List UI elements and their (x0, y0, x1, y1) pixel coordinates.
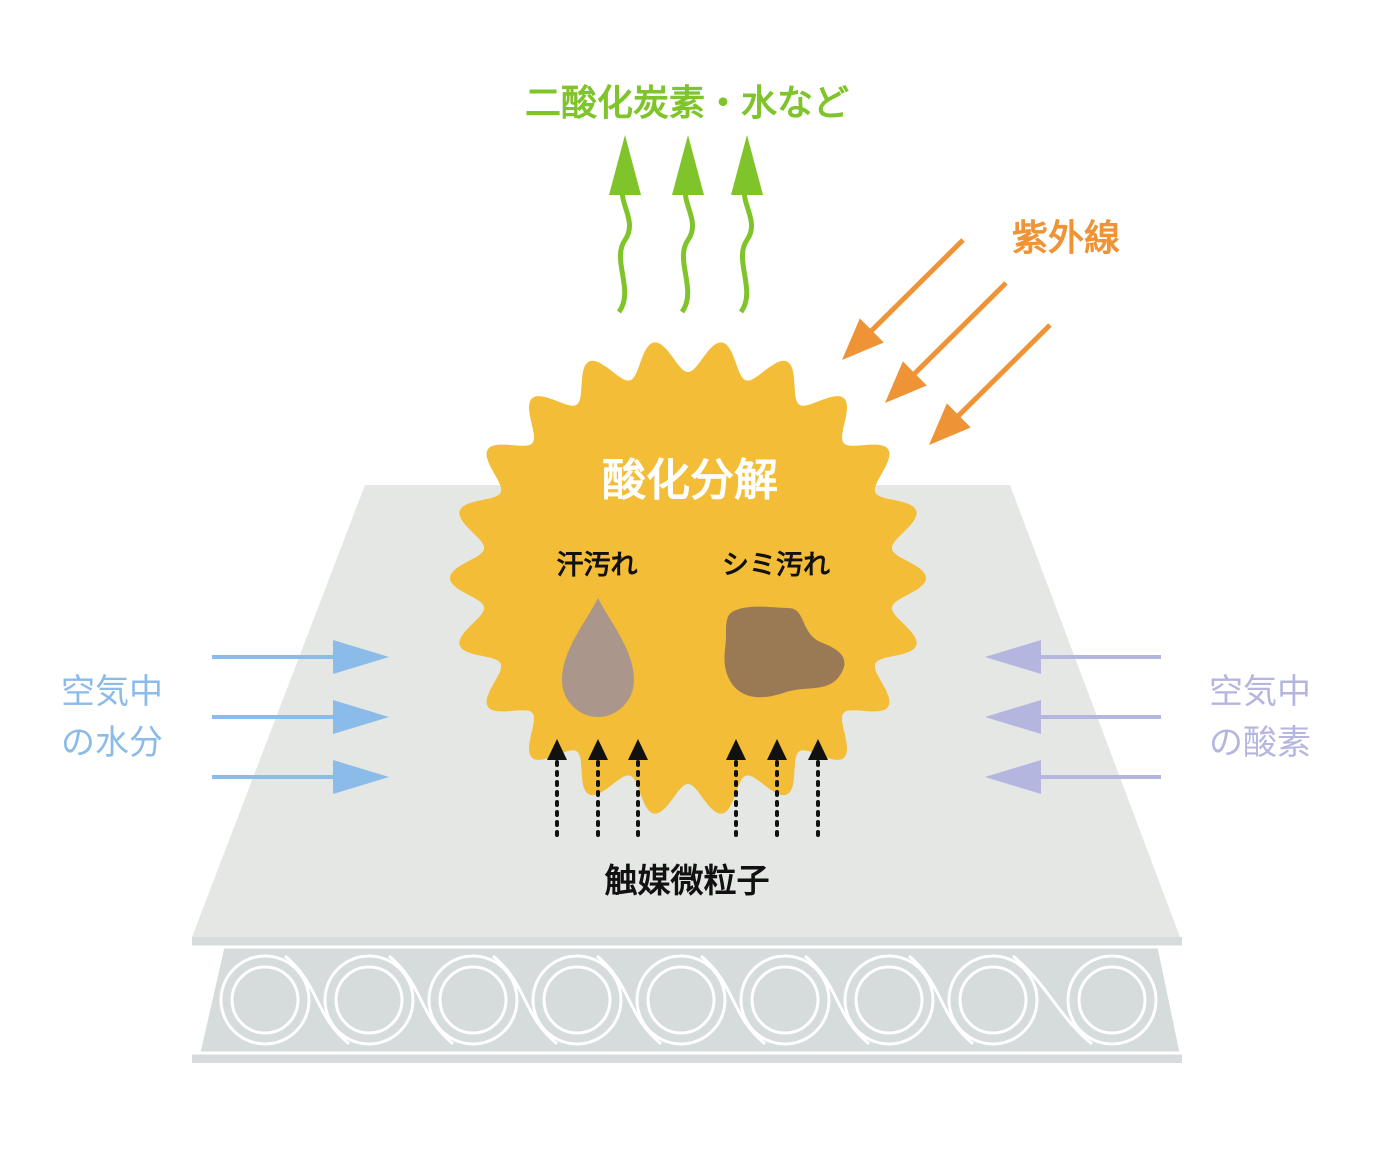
arrow-head-icon (885, 361, 927, 403)
fiber-loop-inner (542, 965, 612, 1035)
fiber-loop-outer (1066, 954, 1158, 1046)
arrow-head-icon (731, 135, 763, 195)
fiber-strand (700, 954, 766, 1046)
fiber-base (200, 945, 1180, 1055)
moisture-arrows (212, 640, 389, 794)
fiber-loop-inner (230, 965, 300, 1035)
moisture-label-line2: の水分 (61, 723, 163, 763)
arrow-head-icon (985, 640, 1041, 674)
moisture-label-line1: 空気中 (61, 672, 163, 712)
oxygen-arrows (985, 640, 1161, 794)
uv-ray-icon (868, 238, 965, 334)
fiber-loop-outer (531, 954, 623, 1046)
fiber-strand (284, 954, 350, 1046)
fiber-loop-outer (843, 954, 935, 1046)
fiber-strand (388, 954, 454, 1046)
fiber-loop-outer (739, 954, 831, 1046)
sweat-stain-label: 汗汚れ (557, 550, 638, 581)
fiber-loop-inner (334, 965, 404, 1035)
fiber-strand (1012, 954, 1093, 1046)
fiber-loop-inner (438, 965, 508, 1035)
droplet-icon (562, 598, 634, 717)
fiber-loop-inner (1077, 965, 1147, 1035)
arrow-head-icon (726, 739, 746, 760)
arrow-head-icon (672, 135, 704, 195)
spot-stain-label: シミ汚れ (722, 550, 830, 581)
blob-icon (724, 606, 845, 698)
arrow-head-icon (333, 760, 389, 794)
arrow-head-icon (588, 739, 608, 760)
fiber-strand (492, 954, 558, 1046)
arrow-head-icon (985, 700, 1041, 734)
fiber-top-rail (192, 937, 1182, 947)
arrow-head-icon (767, 739, 787, 760)
arrow-head-icon (842, 318, 884, 360)
fiber-loop-inner (750, 965, 820, 1035)
products-arrows (609, 135, 763, 314)
fiber-strand (804, 954, 870, 1046)
fiber-loop-outer (219, 954, 311, 1046)
fiber-layer (192, 937, 1182, 1063)
reaction-label: 酸化分解 (602, 455, 778, 506)
wavy-up-arrow-icon (738, 183, 754, 314)
fiber-loop-outer (635, 954, 727, 1046)
arrow-head-icon (333, 700, 389, 734)
uv-arrows (842, 238, 1052, 445)
fiber-bottom-rail (192, 1053, 1182, 1063)
fiber-loop-inner (958, 965, 1028, 1035)
fiber-strand (908, 954, 974, 1046)
fiber-loop-inner (854, 965, 924, 1035)
catalyst-label: 触媒微粒子 (605, 861, 770, 900)
arrow-head-icon (333, 640, 389, 674)
fiber-loop-outer (947, 954, 1039, 1046)
fiber-loops (219, 954, 1158, 1046)
arrow-head-icon (929, 403, 971, 445)
oxygen-label-line2: の酸素 (1209, 723, 1311, 763)
wavy-up-arrow-icon (679, 183, 695, 314)
arrow-head-icon (628, 739, 648, 760)
oxygen-label-line1: 空気中 (1209, 672, 1311, 712)
fiber-strand (596, 954, 662, 1046)
wavy-up-arrow-icon (616, 183, 632, 314)
fiber-loop-inner (646, 965, 716, 1035)
arrow-head-icon (609, 135, 641, 195)
fiber-loop-outer (323, 954, 415, 1046)
arrow-head-icon (808, 739, 828, 760)
products-label: 二酸化炭素・水など (525, 83, 849, 124)
arrow-head-icon (547, 739, 567, 760)
uv-ray-icon (911, 281, 1008, 377)
uv-ray-icon (955, 323, 1052, 419)
fiber-loop-outer (427, 954, 519, 1046)
uv-label: 紫外線 (1012, 218, 1120, 259)
catalyst-arrows (547, 739, 828, 837)
arrow-head-icon (985, 760, 1041, 794)
